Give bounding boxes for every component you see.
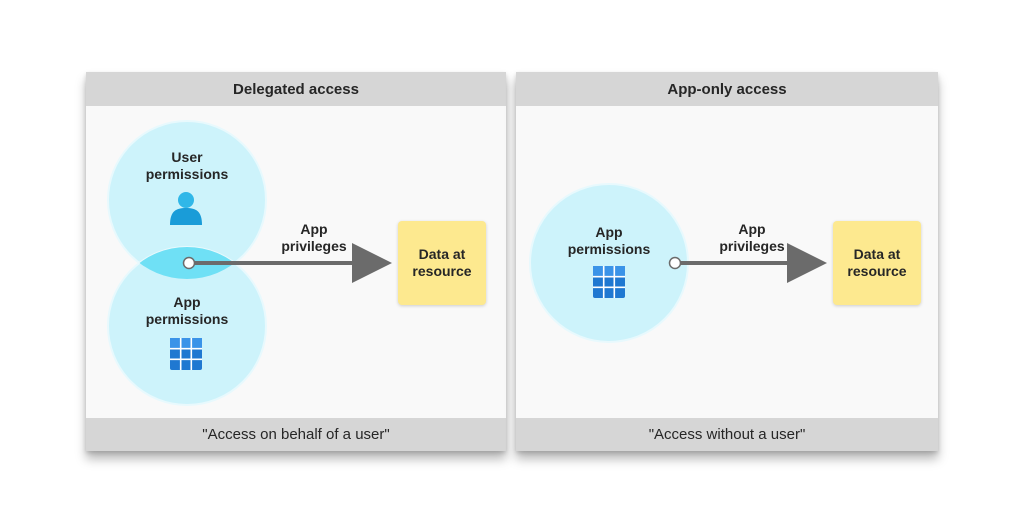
panel-footer: "Access without a user": [516, 418, 938, 451]
app-grid-icon: [170, 338, 202, 370]
app-grid-icon: [593, 266, 625, 298]
app-only-access-panel: App-only access App permissions App priv…: [516, 72, 938, 451]
arrow-origin-dot: [182, 256, 196, 270]
app-permissions-circle: [529, 183, 689, 343]
panel-title: App-only access: [516, 72, 938, 106]
data-at-resource-box: Data at resource: [398, 221, 486, 305]
panel-footer: "Access on behalf of a user": [86, 418, 506, 451]
delegated-diagram: [107, 120, 392, 406]
panel-title: Delegated access: [86, 72, 506, 106]
app-privileges-label: App privileges: [281, 221, 347, 254]
app-only-diagram: [529, 183, 827, 343]
person-icon: [170, 192, 202, 225]
app-permissions-label: App permissions: [145, 294, 229, 327]
app-permissions-label: App permissions: [567, 224, 651, 257]
delegated-access-panel: Delegated access User permissions App pe…: [86, 72, 506, 451]
data-at-resource-box: Data at resource: [833, 221, 921, 305]
arrow-origin-dot: [668, 256, 682, 270]
user-permissions-label: User permissions: [145, 149, 229, 182]
app-privileges-label: App privileges: [719, 221, 785, 254]
